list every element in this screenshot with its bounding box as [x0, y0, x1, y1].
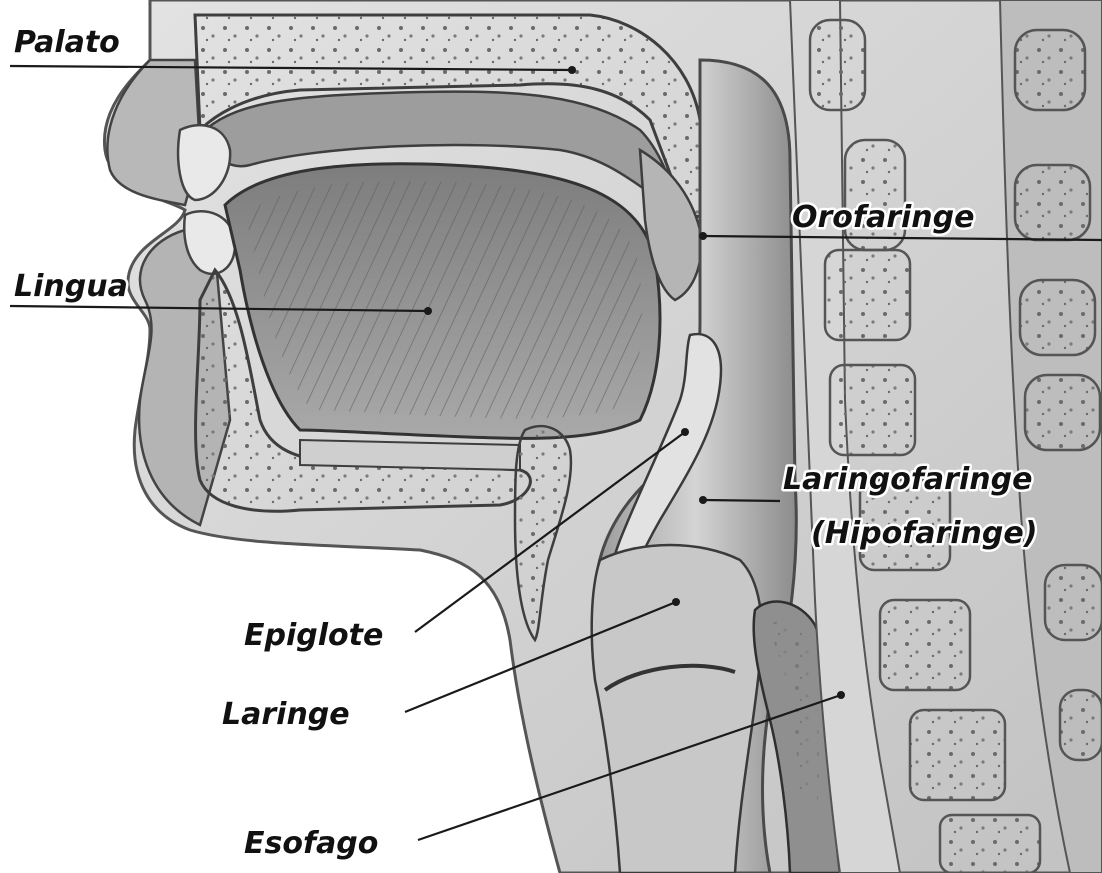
label-laringofaringe-line1: Laringofaringe: [783, 462, 1032, 497]
pointer-dot-epiglote: [681, 428, 689, 436]
spinous-process: [1060, 690, 1102, 760]
leader-line-laringofaringe: [703, 500, 780, 501]
spinous-process: [1015, 30, 1085, 110]
vertebra: [830, 365, 915, 455]
label-epiglote: Epiglote: [244, 618, 383, 653]
mandible-cortex: [300, 440, 520, 470]
larynx: [592, 545, 762, 873]
vertebra: [910, 710, 1005, 800]
pointer-dot-lingua: [424, 307, 432, 315]
label-lingua: Lingua: [14, 269, 128, 304]
label-esofago: Esofago: [244, 826, 378, 861]
vertebra: [880, 600, 970, 690]
label-palato: Palato: [14, 25, 120, 60]
vertebra: [940, 815, 1040, 873]
spinous-process: [1025, 375, 1100, 450]
pointer-dot-orofaringe: [699, 232, 707, 240]
tongue-muscle-fibers: [245, 181, 642, 419]
vertebra: [825, 250, 910, 340]
label-orofaringe: Orofaringe: [792, 200, 974, 235]
pointer-dot-esofago: [837, 691, 845, 699]
label-laringe: Laringe: [222, 697, 350, 732]
vertebra: [810, 20, 865, 110]
label-laringofaringe-line2: (Hipofaringe): [811, 516, 1037, 551]
spinous-process: [1020, 280, 1095, 355]
pointer-dot-laringe: [672, 598, 680, 606]
spinous-process: [1045, 565, 1102, 640]
pointer-dot-palato: [568, 66, 576, 74]
spinous-process: [1015, 165, 1090, 240]
pointer-dot-laringofaringe: [699, 496, 707, 504]
